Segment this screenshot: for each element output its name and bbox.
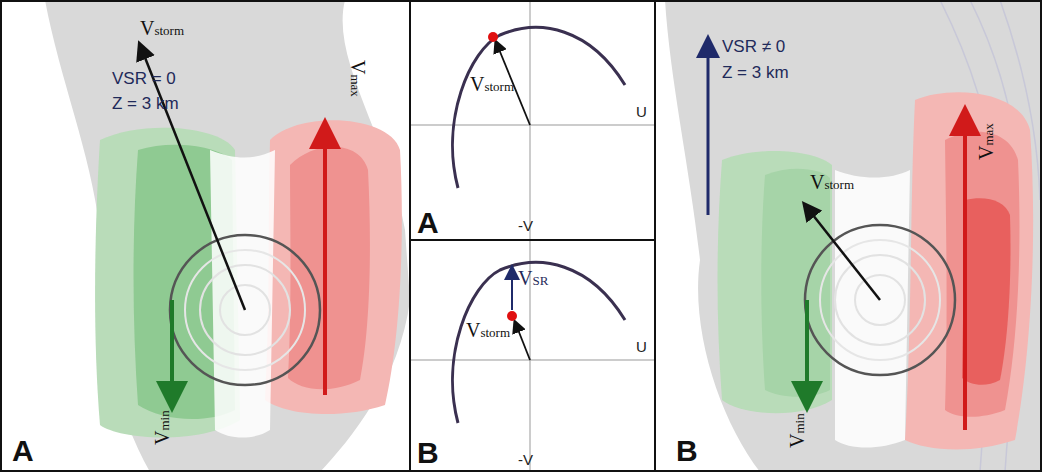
condition-label: VSR = 0 bbox=[112, 70, 176, 87]
panel-letter: A bbox=[12, 436, 34, 466]
panel-letter: A bbox=[417, 208, 439, 238]
vector-label: Vmax bbox=[348, 60, 368, 97]
panel-letter: B bbox=[417, 438, 439, 468]
vector-label: Vmin bbox=[152, 410, 172, 445]
axis-label: U bbox=[636, 339, 647, 354]
axis-label: -V bbox=[518, 218, 533, 233]
height-label: Z = 3 km bbox=[722, 64, 789, 81]
panel-letter: B bbox=[676, 436, 698, 466]
vector-label: VSR bbox=[518, 268, 548, 288]
vector-label: Vstorm bbox=[140, 18, 184, 38]
axis-label: U bbox=[636, 104, 647, 119]
vector-label: Vmax bbox=[976, 123, 996, 160]
vector-label: Vstorm bbox=[466, 320, 510, 340]
height-label: Z = 3 km bbox=[112, 95, 179, 112]
vector-label: Vmin bbox=[787, 413, 807, 448]
axis-label: -V bbox=[518, 452, 533, 467]
vector-label: Vstorm bbox=[810, 172, 854, 192]
condition-label: VSR ≠ 0 bbox=[722, 38, 785, 55]
vector-label: Vstorm bbox=[470, 74, 514, 94]
